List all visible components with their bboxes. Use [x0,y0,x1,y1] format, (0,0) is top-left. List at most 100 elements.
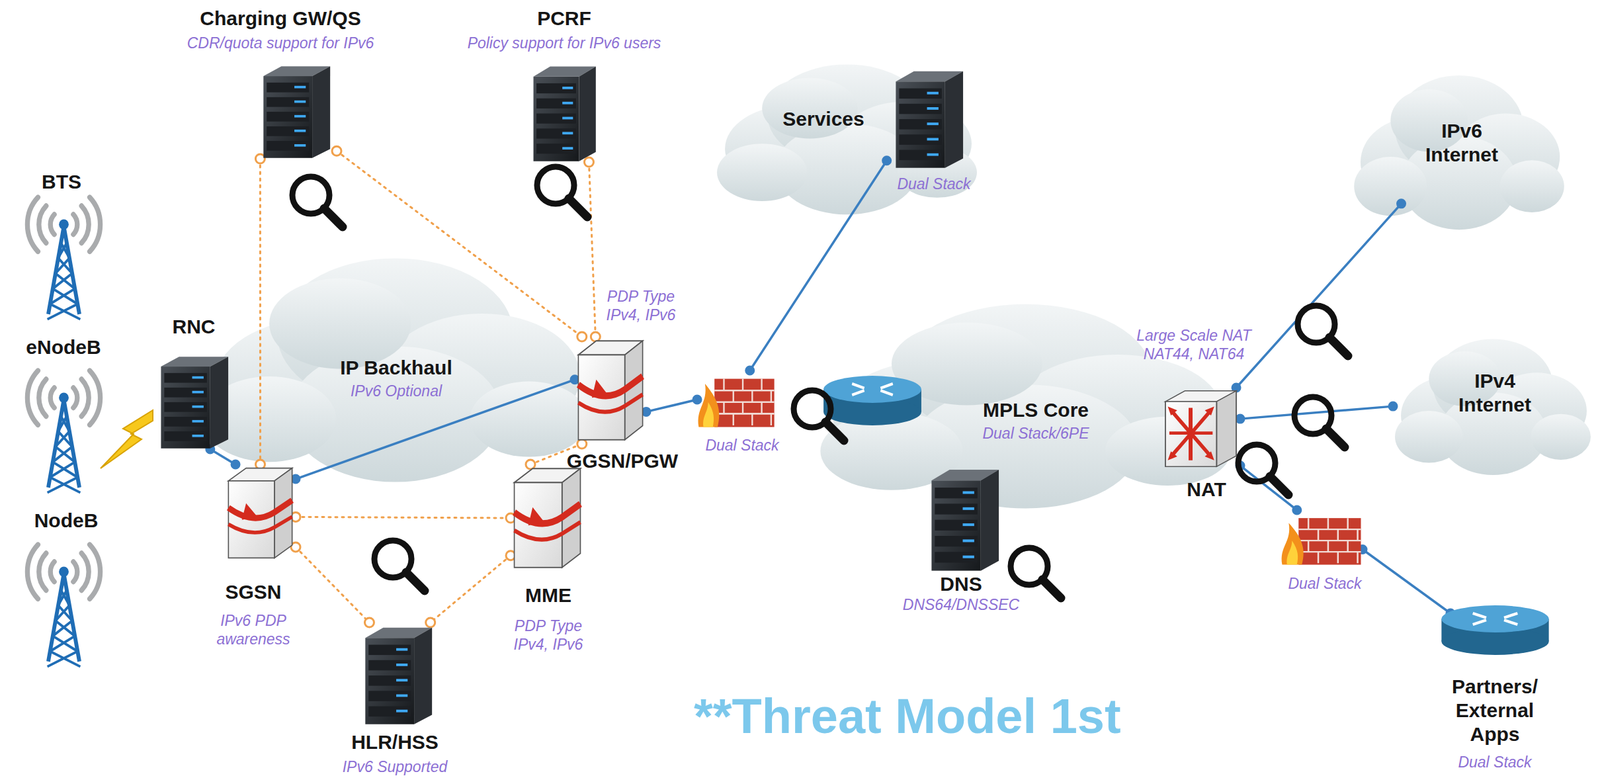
node-note: Dual Stack [1258,574,1391,594]
cloud-node: IP BackhaulIPv6 Optional [198,238,592,490]
server-node: PCRFPolicy support for IPv6 users [525,61,602,163]
connector-end [577,332,587,342]
cloud-node: IPv6 Internet [1351,61,1567,235]
tower-icon [15,541,113,664]
connector-end [1389,402,1397,411]
node-title: SGSN [187,580,320,604]
connector-end [231,460,240,469]
node-note: IPv6 Optional [296,382,496,401]
connector-end [525,459,536,469]
connector-end [693,395,702,404]
connector [1362,549,1451,614]
fw-node: Dual Stack [697,370,776,429]
cube-node: GGSN/PGWPDP Type IPv4, IPv6 [574,336,647,444]
node-title: Charging GW/QS [148,6,413,31]
magnifier-icons [292,166,1348,598]
connector [295,516,511,518]
gateway-cube [224,464,296,562]
cube-node: MMEPDP Type IPv4, IPv6 [510,464,585,572]
tower-node: NodeB [15,541,113,664]
node-title: BTS [0,169,128,194]
node-note: Policy support for IPv6 users [431,34,697,53]
tower-node: BTS [15,193,113,317]
lightning-bolt [100,410,153,469]
node-title: eNodeB [0,335,130,360]
router-symbol [823,375,922,426]
nat-node: Large Scale NAT NAT44, NAT64NAT [1161,387,1241,470]
connector [1240,465,1298,510]
node-title: NodeB [0,508,133,533]
node-title: IPv4 Internet [1438,369,1552,417]
node-note: Dual Stack/6PE [936,424,1136,444]
connector [295,379,575,479]
server-node: RNC [152,351,235,450]
gateway-cube [510,464,585,572]
server-icon-holder [887,66,970,169]
connector-end [332,146,342,156]
server-node: DNSDNS64/DNSSEC [923,464,1006,572]
firewall-icon [697,370,776,429]
connector-end [1236,414,1245,423]
server-icon [923,464,1006,572]
connector-end [883,156,891,165]
node-title: PCRF [464,6,664,31]
server-icon [152,351,235,450]
node-note: Dual Stack [1428,753,1561,772]
server-icon [525,61,602,163]
node-note: IPv6 PDP awareness [200,611,307,649]
node-title: IPv6 Internet [1405,119,1518,167]
node-note: IPv6 Supported [295,757,495,777]
node-title: NAT [1156,477,1257,502]
cloud-node: ServicesDual Stack [714,50,980,220]
connector [259,158,262,465]
fw-node: Dual Stack [1280,509,1363,567]
connector [646,399,698,412]
node-note: Large Scale NAT NAT44, NAT64 [1127,326,1261,364]
node-title: IP Backhaul [296,355,496,380]
node-title: MPLS Core [936,398,1136,422]
node-note: Dual Stack [867,175,1001,194]
connector [750,160,887,371]
cube-node: SGSNIPv6 PDP awareness [224,464,296,562]
node-note: CDR/quota support for IPv6 [148,34,413,53]
connector [1240,406,1393,419]
connector-end [590,332,600,342]
connector-end [1293,505,1302,514]
node-title: MME [482,583,615,608]
connector-end [746,366,755,375]
node-note: Dual Stack [675,436,809,456]
router-icon [1439,601,1552,659]
server-icon [357,622,439,725]
gateway-cube [574,336,647,444]
connector [588,162,596,337]
node-title: GGSN/PGW [539,449,706,473]
tower-icon [15,193,113,317]
connector-end [584,157,594,167]
node-title: Partners/ External Apps [1441,674,1548,747]
tower-icon [15,367,113,490]
node-title: RNC [127,314,260,339]
cloud-node: IPv4 Internet [1392,326,1593,480]
server-icon [255,61,337,159]
connector-end [642,407,651,416]
server-node: HLR/HSSIPv6 Supported [357,622,439,725]
connector-end [255,154,265,164]
server-icon [887,66,970,169]
nat-device [1161,387,1241,470]
connector-end [1397,199,1406,208]
connector-end [291,474,300,483]
connector-end [364,617,374,628]
node-note: DNS64/DNSSEC [861,595,1061,615]
node-title: Services [763,107,884,131]
node-note: PDP Type IPv4, IPv6 [502,617,595,654]
node-note: PDP Type IPv4, IPv6 [603,287,678,325]
connector [295,547,370,623]
tower-node: eNodeB [15,367,113,490]
connector [336,150,583,337]
connector-end [570,375,579,384]
node-title: HLR/HSS [312,730,478,755]
server-node: Charging GW/QSCDR/quota support for IPv6 [255,61,337,159]
firewall-icon [1280,509,1363,567]
connector-end [425,617,436,628]
router-node: Partners/ External AppsDual Stack [1439,601,1552,659]
